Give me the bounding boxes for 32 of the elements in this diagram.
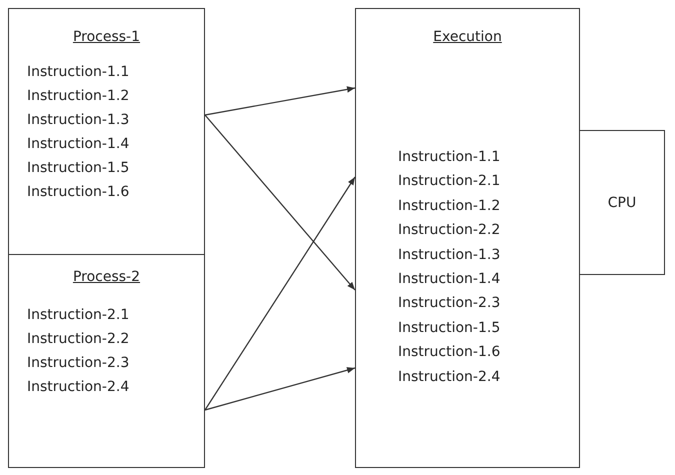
instruction-label: Instruction-2.3 [27, 355, 130, 371]
instruction-label: Instruction-1.5 [27, 160, 130, 176]
arrow [204, 114, 356, 290]
instruction-label: Instruction-1.3 [27, 112, 130, 128]
instruction-label: Instruction-2.2 [27, 331, 130, 347]
instruction-label: Instruction-1.6 [398, 344, 500, 360]
instruction-label: Instruction-2.4 [27, 379, 130, 395]
process-box [355, 8, 580, 468]
arrow [204, 86, 356, 116]
box-label: CPU [608, 194, 636, 210]
instruction-label: Instruction-2.1 [27, 307, 130, 323]
instruction-label: Instruction-1.2 [27, 88, 130, 104]
box-heading: Process-1 [72, 29, 140, 45]
instruction-label: Instruction-2.3 [398, 295, 500, 312]
instruction-label: Instruction-1.3 [398, 246, 500, 263]
instruction-label: Instruction-2.4 [398, 368, 500, 385]
box-heading: Execution [433, 29, 502, 45]
process-box [8, 8, 205, 255]
instruction-label: Instruction-1.4 [398, 271, 500, 287]
instruction-label: Instruction-1.1 [27, 64, 130, 80]
instruction-label: Instruction-1.4 [27, 136, 130, 152]
instruction-label: Instruction-1.5 [398, 320, 500, 336]
box-heading: Process-2 [72, 269, 140, 285]
instruction-label: Instruction-1.6 [27, 184, 130, 200]
instruction-label: Instruction-1.2 [398, 198, 500, 214]
arrow [204, 367, 356, 411]
instruction-label: Instruction-2.1 [398, 173, 500, 190]
instruction-label: Instruction-2.2 [398, 222, 500, 238]
arrow [204, 176, 356, 410]
cpu-box [580, 130, 665, 275]
process-box [8, 255, 205, 468]
instruction-label: Instruction-1.1 [398, 149, 500, 165]
